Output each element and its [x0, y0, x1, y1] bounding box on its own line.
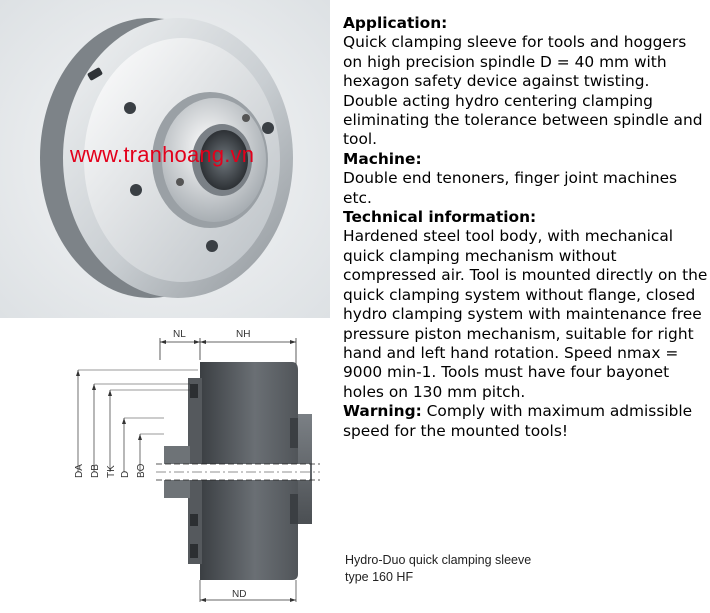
cross-section-svg: NL NH DA DB: [74, 329, 320, 602]
label-nl: NL: [173, 329, 186, 340]
label-bo: BO: [136, 463, 147, 478]
technical-heading: Technical information:: [343, 208, 537, 227]
warning-text: Comply with maximum admissible speed for…: [343, 402, 693, 440]
product-photo: [0, 0, 330, 318]
watermark-text: www.tranhoang.vn: [70, 142, 255, 167]
label-tk: TK: [106, 465, 117, 478]
label-d: D: [120, 471, 131, 478]
technical-text: Hardened steel tool body, with mechanica…: [343, 227, 708, 401]
machine-text: Double end tenoners, finger joint machin…: [343, 169, 678, 207]
warning-paragraph: Warning: Comply with maximum admissible …: [343, 402, 708, 441]
application-text: Quick clamping sleeve for tools and hogg…: [343, 33, 703, 149]
label-nd: ND: [232, 589, 246, 600]
caption-line-1: Hydro-Duo quick clamping sleeve: [345, 553, 532, 567]
label-da: DA: [74, 464, 85, 478]
machine-heading: Machine:: [343, 149, 422, 168]
warning-heading: Warning:: [343, 402, 422, 421]
description-text: Application: Quick clamping sleeve for t…: [343, 14, 708, 441]
label-db: DB: [90, 464, 101, 478]
application-heading: Application:: [343, 14, 448, 32]
caption-line-2: type 160 HF: [345, 570, 414, 584]
drawing-caption: Hydro-Duo quick clamping sleeve type 160…: [345, 552, 531, 586]
clamping-sleeve-image: [0, 0, 330, 318]
technical-drawing: NL NH DA DB: [60, 318, 350, 608]
label-nh: NH: [236, 329, 250, 340]
